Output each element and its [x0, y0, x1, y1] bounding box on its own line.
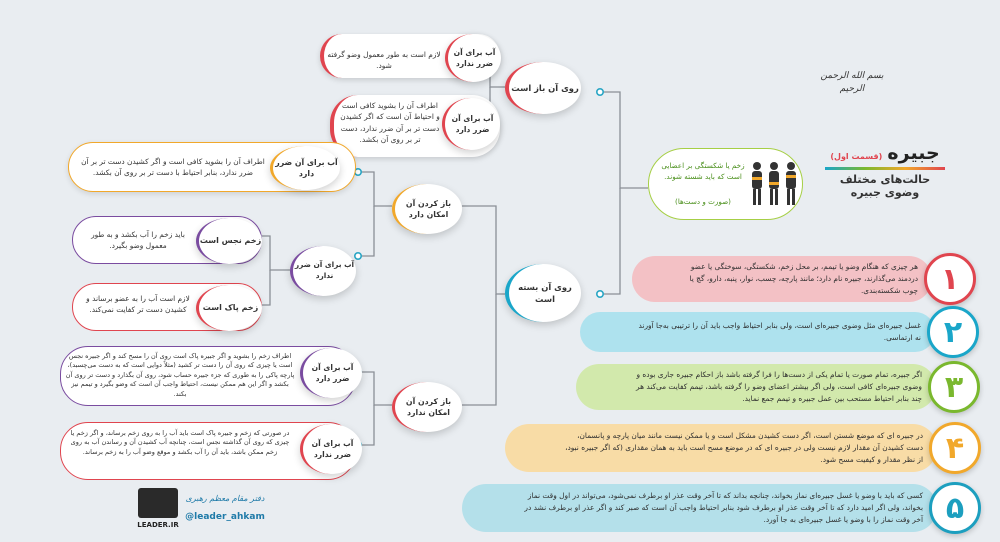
node-closed: روی آن بسته است	[505, 264, 581, 322]
rule-text: هر چیزی که هنگام وضو یا تیمم، بر محل زخم…	[689, 262, 918, 295]
rule-number-badge: ۲	[927, 306, 979, 358]
not-openable-no-harm-text: در صورتی که زخم و جبیره پاک است باید آب …	[70, 429, 290, 456]
rule-3: اگر جبیره، تمام صورت یا تمام یکی از دست‌…	[576, 364, 936, 410]
rule-1: هر چیزی که هنگام وضو یا تیمم، بر محل زخم…	[632, 256, 932, 302]
office-label: دفتر مقام معظم رهبری	[185, 494, 265, 503]
rule-text: اگر جبیره، تمام صورت یا تمام یکی از دست‌…	[636, 370, 922, 403]
rule-text: در جبیره ای که موضع شستن است، اگر دست کش…	[565, 431, 923, 464]
rule-4: در جبیره ای که موضع شستن است، اگر دست کش…	[505, 424, 937, 472]
not-openable-harm-text: اطراف زخم را بشوید و اگر جبیره پاک است ر…	[65, 352, 295, 398]
open-harm-text: اطراف آن را بشوید کافی است و احتیاط آن ا…	[340, 101, 440, 145]
rule-number-badge: ۱	[924, 253, 976, 305]
title-rule	[825, 167, 945, 170]
page-title: جبیره	[887, 142, 940, 164]
pure-text: لازم است آب را به عضو برساند و کشیدن دست…	[86, 294, 190, 315]
node-open: روی آن باز است	[505, 62, 581, 114]
node-water-harm: آب برای آن ضرر ندارد	[290, 246, 356, 296]
rule-number-badge: ۳	[928, 361, 980, 413]
not-openable-no-harm-card	[60, 422, 356, 480]
definition-note: (صورت و دست‌ها)	[675, 197, 731, 206]
title-block: جبیره (قسمت اول) حالت‌های مختلف وضوی جبی…	[810, 142, 960, 199]
subtitle-1: حالت‌های مختلف	[839, 173, 931, 186]
open-no-harm-label: آب برای آن ضرر ندارد	[445, 34, 501, 82]
rule-number-badge: ۴	[929, 422, 981, 474]
openable-harm-label: آب برای آن ضرر دارد	[270, 146, 340, 190]
node-openable: باز کردن آن امکان دارد	[392, 184, 462, 234]
not-openable-no-harm-label: آب برای آن ضرر ندارد	[300, 424, 362, 474]
rule-text: غسل جبیره‌ای مثل وضوی جبیره‌ای است، ولی …	[638, 321, 921, 342]
people-icon	[748, 160, 800, 208]
pure-label: زخم پاک است	[196, 285, 262, 331]
leader-logo	[138, 488, 178, 518]
subtitle-2: وضوی جبیره	[850, 186, 920, 199]
open-no-harm-text: لازم است به طور معمول وضو گرفته شود.	[327, 50, 441, 71]
not-openable-harm-label: آب برای آن ضرر دارد	[300, 348, 362, 398]
rule-number-badge: ۵	[929, 482, 981, 534]
part-badge: (قسمت اول)	[830, 152, 883, 161]
bismillah-calligraphy: بسم الله الرحمن الرحیم	[820, 71, 884, 95]
social-handle: @leader_ahkam	[185, 512, 265, 522]
open-harm-label: آب برای آن ضرر دارد	[442, 98, 500, 150]
node-not-openable: باز کردن آن امکان ندارد	[392, 382, 462, 432]
site-label: LEADER.IR	[137, 521, 179, 529]
definition-text: زخم یا شکستگی بر اعضایی است که باید شسته…	[661, 161, 745, 182]
impure-text: باید زخم را آب بکشد و به طور معمول وضو ب…	[91, 230, 185, 251]
impure-label: زخم نجس است	[196, 218, 262, 264]
rule-text: کسی که باید با وضو یا غسل جبیره‌ای نماز …	[524, 491, 923, 524]
rule-5: کسی که باید با وضو یا غسل جبیره‌ای نماز …	[462, 484, 937, 532]
rule-2: غسل جبیره‌ای مثل وضوی جبیره‌ای است، ولی …	[580, 312, 935, 352]
openable-harm-text: اطراف آن را بشوید کافی است و اگر کشیدن د…	[81, 157, 265, 178]
